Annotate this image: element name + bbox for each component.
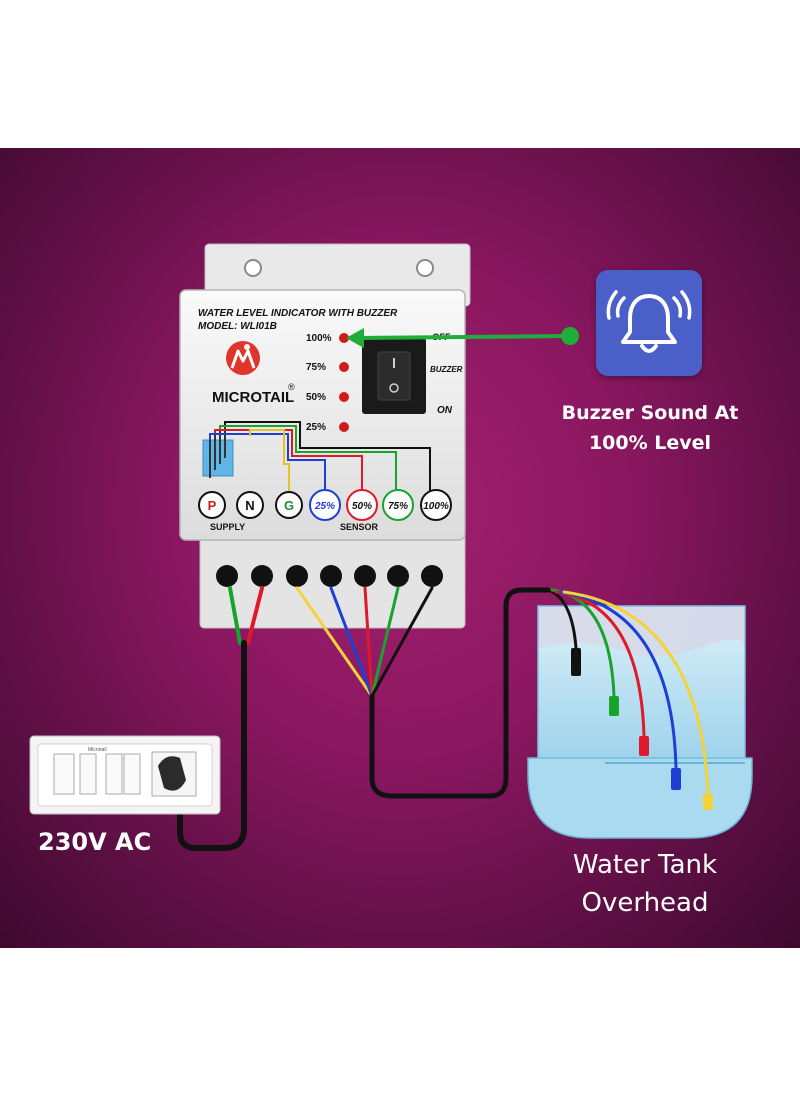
probe-100 (571, 648, 581, 676)
svg-text:N: N (245, 498, 254, 513)
rocker-switch[interactable] (123, 753, 141, 795)
switch-label-buzzer: BUZZER (430, 365, 463, 374)
mounting-hole-right (416, 259, 434, 277)
level-label-25: 25% (306, 422, 326, 433)
led-100-icon (339, 333, 349, 343)
buzzer-caption-line1: Buzzer Sound At (561, 402, 739, 424)
terminal-label-75 (382, 489, 414, 521)
probe-25 (671, 768, 681, 790)
probe-75 (609, 696, 619, 716)
svg-text:G: G (284, 498, 294, 513)
mini-tank-icon (202, 439, 234, 477)
led-25-icon (339, 422, 349, 432)
screw-terminals (216, 565, 443, 587)
terminal-label-g (275, 491, 303, 519)
bell-ringing-icon (606, 290, 692, 353)
screw-terminal[interactable] (286, 565, 308, 587)
printed-wiring (209, 421, 431, 500)
terminal-label-p (198, 491, 226, 519)
water-tank (527, 605, 753, 839)
switchboard-brand: Microtail (88, 747, 107, 753)
svg-text:75%: 75% (388, 501, 408, 512)
level-label-75: 75% (306, 362, 326, 373)
bell-card (596, 270, 702, 376)
probe-wires (546, 588, 710, 796)
tank-label-line1: Water Tank (572, 850, 718, 880)
mini-tank-diagram (202, 426, 234, 478)
registered-mark: ® (288, 382, 295, 392)
brand-logo (226, 341, 260, 375)
terminal-label-100 (420, 489, 452, 521)
buzzer-caption: Buzzer Sound At 100% Level (530, 398, 770, 458)
screw-terminal[interactable] (320, 565, 342, 587)
supply-group-label: SUPPLY (210, 522, 245, 532)
tank-label: Water Tank Overhead (540, 846, 750, 922)
device-header-text: WATER LEVEL INDICATOR WITH BUZZER (198, 308, 398, 319)
svg-text:100%: 100% (423, 501, 449, 512)
mounting-hole-left (244, 259, 262, 277)
terminal-labels: P N G 25% 50% 75% 100% (198, 489, 452, 521)
probe-50 (639, 736, 649, 756)
power-wires (177, 586, 264, 851)
sensor-wires (295, 586, 551, 799)
level-label-100: 100% (306, 333, 332, 344)
rocker-switch[interactable] (105, 753, 123, 795)
wall-switchboard: Microtail (29, 735, 221, 815)
screw-terminal[interactable] (251, 565, 273, 587)
rocker-switch[interactable] (79, 753, 97, 795)
level-label-50: 50% (306, 392, 326, 403)
screw-terminal[interactable] (216, 565, 238, 587)
dimmer-switch[interactable] (53, 753, 75, 795)
terminal-label-50 (346, 489, 378, 521)
level-indicator-device: WATER LEVEL INDICATOR WITH BUZZER MODEL:… (179, 243, 471, 629)
plug-icon (158, 756, 186, 791)
svg-text:25%: 25% (314, 501, 335, 512)
tank-label-line2: Overhead (581, 888, 709, 918)
switch-label-on: ON (437, 405, 453, 416)
device-model-text: MODEL: WLI01B (198, 321, 277, 332)
buzzer-caption-line2: 100% Level (588, 432, 712, 454)
brand-name: MICROTAIL (212, 389, 294, 406)
buzzer-callout-arrow (346, 327, 579, 348)
svg-text:50%: 50% (352, 501, 372, 512)
diagram-panel: WATER LEVEL INDICATOR WITH BUZZER MODEL:… (0, 148, 800, 948)
sensor-probes (571, 648, 713, 810)
screw-terminal[interactable] (421, 565, 443, 587)
led-75-icon (339, 362, 349, 372)
diagram-canvas: WATER LEVEL INDICATOR WITH BUZZER MODEL:… (29, 243, 753, 851)
screw-terminal[interactable] (387, 565, 409, 587)
svg-text:P: P (208, 498, 217, 513)
screw-terminal[interactable] (354, 565, 376, 587)
power-label: 230V AC (38, 828, 152, 856)
probe-ground (703, 794, 713, 810)
arrow-anchor-dot (561, 327, 579, 345)
tank-base (527, 757, 753, 839)
sensor-group-label: SENSOR (340, 522, 379, 532)
terminal-label-25 (309, 489, 341, 521)
terminal-label-n (236, 491, 264, 519)
arrowhead-icon (346, 328, 364, 348)
led-50-icon (339, 392, 349, 402)
tank-outline (537, 605, 746, 759)
